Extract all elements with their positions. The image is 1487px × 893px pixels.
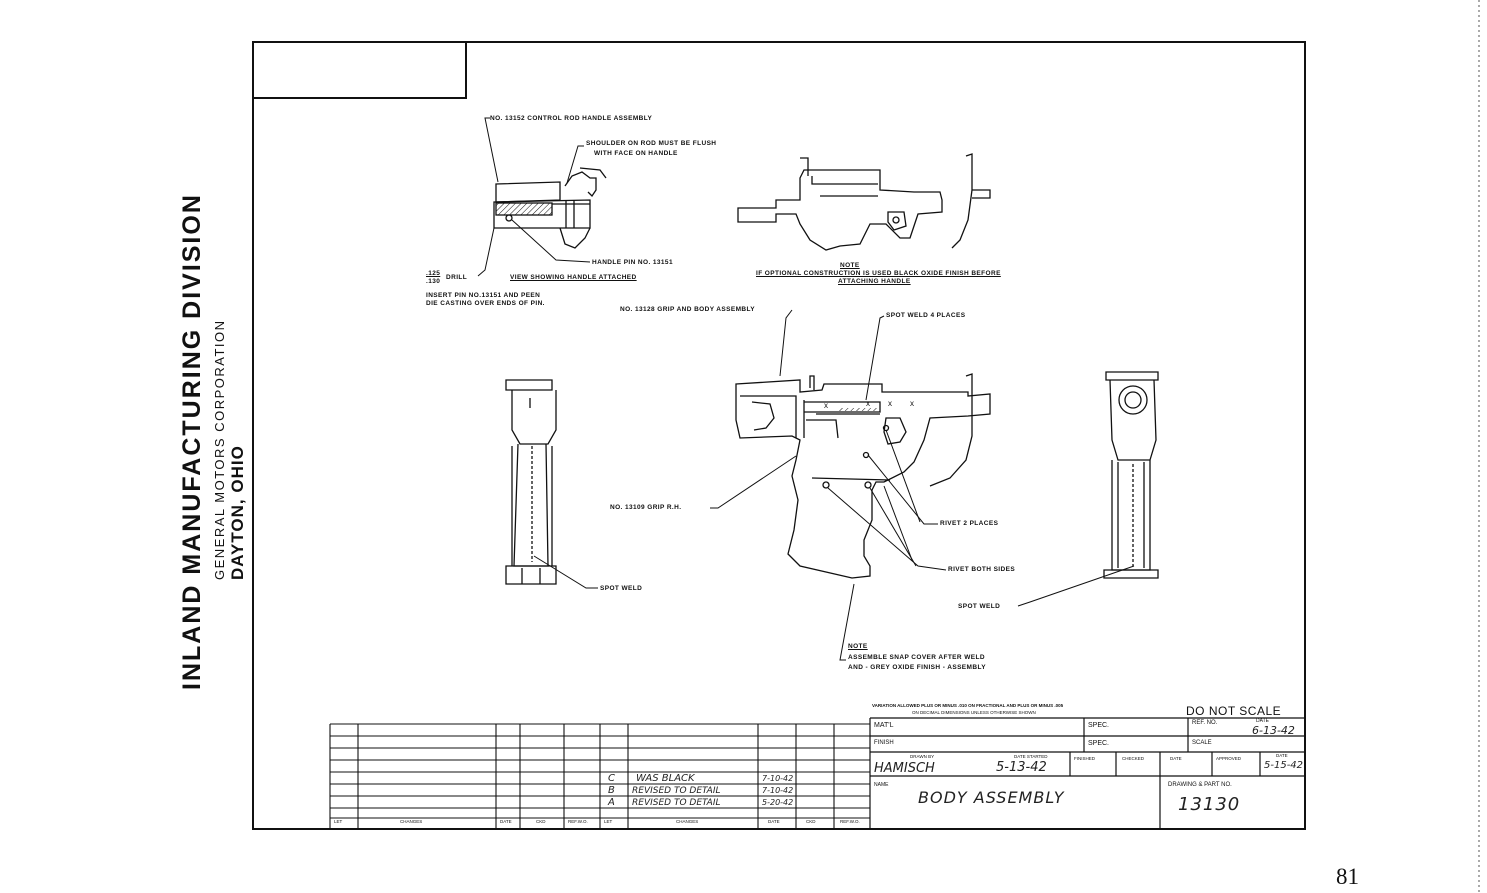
- finished-label: FINISHED: [1074, 756, 1096, 761]
- svg-text:x: x: [910, 399, 914, 408]
- corner-box: [252, 41, 467, 99]
- drawn-by-value: HAMISCH: [874, 761, 935, 776]
- do-not-scale: DO NOT SCALE: [1186, 704, 1282, 718]
- rev-row-b-date: 7-10-42: [762, 786, 794, 795]
- scale-label: SCALE: [1192, 740, 1212, 746]
- drill-denominator: .130: [426, 278, 441, 285]
- rev-row-b-letter: B: [608, 785, 615, 796]
- rev-footer-ckd-2: CKD: [806, 819, 816, 824]
- approved-date-value: 5-15-42: [1264, 760, 1304, 771]
- rivet-2-label: RIVET 2 PLACES: [940, 520, 999, 527]
- date-label: DATE: [1256, 718, 1269, 724]
- rev-footer-ref-2: REF.W.O.: [840, 819, 860, 824]
- insert-pin-line1: INSERT PIN NO.13151 AND PEEN: [426, 292, 541, 299]
- note1-heading: NOTE: [840, 262, 860, 269]
- view-title: VIEW SHOWING HANDLE ATTACHED: [510, 274, 637, 281]
- svg-text:x: x: [866, 399, 870, 408]
- note2-line1: ASSEMBLE SNAP COVER AFTER WELD: [848, 654, 985, 661]
- date-label-3: DATE: [1276, 753, 1288, 758]
- tolerance-line2: ON DECIMAL DIMENSIONS UNLESS OTHERWISE S…: [912, 710, 1036, 715]
- rev-footer-ckd: CKD: [536, 819, 546, 824]
- note1-line1: IF OPTIONAL CONSTRUCTION IS USED BLACK O…: [756, 270, 1001, 277]
- spot-weld-4-label: SPOT WELD 4 PLACES: [886, 312, 966, 319]
- right-front-view: [1103, 371, 1159, 579]
- handle-detail-view: [493, 167, 607, 249]
- rev-footer-changes-2: CHANGES: [676, 819, 699, 824]
- rev-footer-date: DATE: [500, 819, 512, 824]
- matl-label: MAT'L: [874, 722, 894, 729]
- grip-rh-label: NO. 13109 GRIP R.H.: [610, 504, 682, 511]
- note2-line2: AND - GREY OXIDE FINISH - ASSEMBLY: [848, 664, 986, 671]
- drawing-frame: [252, 41, 1306, 830]
- name-value: BODY ASSEMBLY: [918, 788, 1065, 807]
- shoulder-note-line1: SHOULDER ON ROD MUST BE FLUSH: [586, 140, 717, 147]
- name-label: NAME: [874, 782, 889, 788]
- spec-label: SPEC.: [1088, 722, 1110, 729]
- finish-label: FINISH: [874, 740, 894, 746]
- rev-row-a-date: 5-20-42: [762, 798, 794, 807]
- rev-row-c-letter: C: [608, 773, 615, 784]
- drawn-by-label: DRAWN BY: [910, 754, 935, 759]
- date-value: 6-13-42: [1252, 724, 1295, 737]
- drill-numerator: .125: [426, 270, 441, 277]
- rev-footer-date-2: DATE: [768, 819, 780, 824]
- handle-pin-label: HANDLE PIN NO. 13151: [592, 259, 673, 266]
- rev-footer-changes: CHANGES: [400, 819, 423, 824]
- rev-row-a-letter: A: [608, 797, 615, 808]
- drawing-no-value: 13130: [1178, 794, 1241, 815]
- approved-label: APPROVED: [1216, 756, 1242, 761]
- note1-line2: ATTACHING HANDLE: [838, 278, 911, 285]
- insert-pin-line2: DIE CASTING OVER ENDS OF PIN.: [426, 300, 545, 307]
- revision-table-lines: [329, 723, 870, 828]
- rivet-both-label: RIVET BOTH SIDES: [948, 566, 1016, 573]
- tolerance-line1: VARIATION ALLOWED PLUS OR MINUS .010 ON …: [872, 703, 1064, 708]
- left-front-view: [505, 379, 557, 585]
- rev-row-a-change: REVISED TO DETAIL: [632, 798, 721, 808]
- rev-footer-let: LET: [334, 819, 343, 824]
- note2-heading: NOTE: [848, 643, 868, 650]
- shoulder-note-line2: WITH FACE ON HANDLE: [594, 150, 678, 157]
- drill-word: DRILL: [446, 274, 468, 281]
- date-started-value: 5-13-42: [996, 760, 1047, 775]
- control-rod-label: NO. 13152 CONTROL ROD HANDLE ASSEMBLY: [490, 115, 653, 122]
- rev-row-b-change: REVISED TO DETAIL: [632, 786, 721, 796]
- svg-text:x: x: [888, 399, 892, 408]
- spec-label-2: SPEC.: [1088, 740, 1110, 747]
- date-label-2: DATE: [1170, 756, 1182, 761]
- grip-body-label: NO. 13128 GRIP AND BODY ASSEMBLY: [620, 306, 756, 313]
- optional-construction-view: [737, 153, 991, 251]
- ref-no-label: REF. NO.: [1192, 720, 1218, 726]
- spot-weld-right-label: SPOT WELD: [958, 603, 1001, 610]
- title-block-lines: [869, 717, 1304, 828]
- main-side-view: x x x x: [735, 373, 991, 579]
- rev-footer-ref: REF.W.O.: [568, 819, 588, 824]
- rev-row-c-date: 7-10-42: [762, 774, 794, 783]
- spot-weld-left-label: SPOT WELD: [600, 585, 643, 592]
- drawing-no-label: DRAWING & PART NO.: [1168, 782, 1232, 788]
- checked-label: CHECKED: [1122, 756, 1145, 761]
- date-started-label: DATE STARTED: [1014, 754, 1048, 759]
- svg-text:x: x: [824, 401, 828, 410]
- rev-row-c-change: WAS BLACK: [636, 773, 695, 784]
- rev-footer-let-2: LET: [604, 819, 613, 824]
- page-number: 81: [1336, 864, 1359, 889]
